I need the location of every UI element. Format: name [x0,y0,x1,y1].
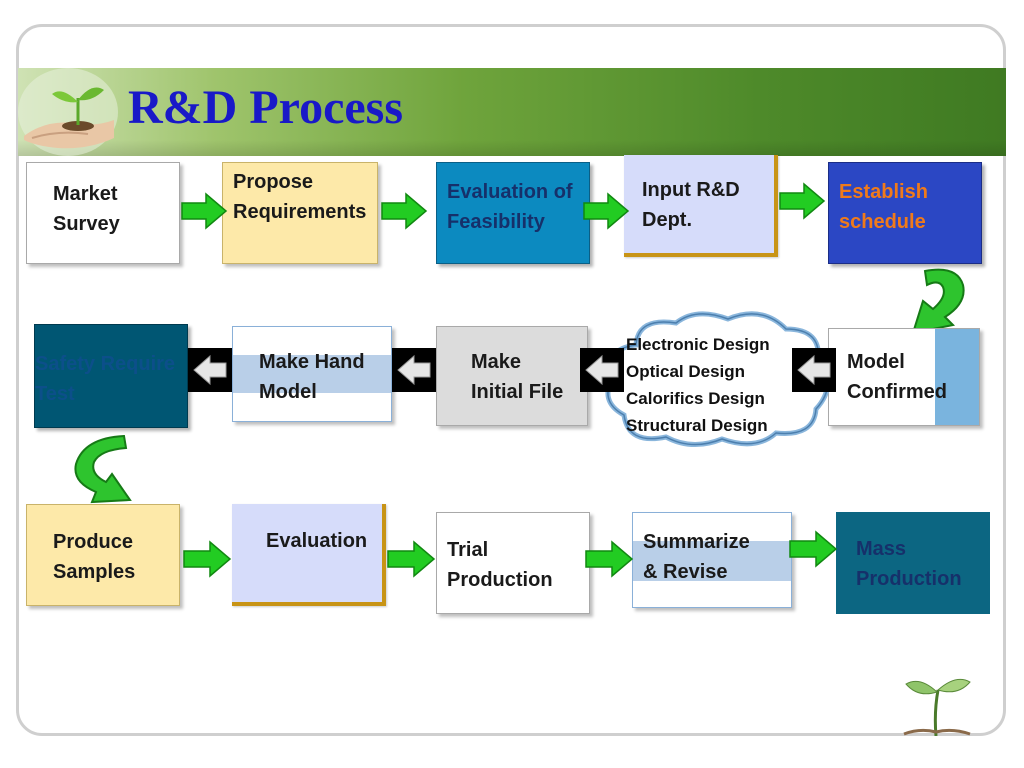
curved-arrow-icon [911,268,965,335]
design-cloud [605,311,830,447]
seedling-hand-icon [18,68,118,156]
title-banner [18,68,1006,156]
left-arrow-icon [392,348,436,392]
trial-production-box: Trial Production [436,512,590,614]
model-confirmed-box: Model Confirmed [828,328,980,426]
make-hand-model-label: Make Hand Model [259,351,365,403]
sprout-icon [903,678,971,736]
design-item-calorifics: Calorifics Design [626,389,765,408]
produce-samples-box: Produce Samples [26,504,180,606]
evaluation-of-feasibility-label: Evaluation of Feasibility [447,181,573,233]
mass-production-box: Mass Production [836,512,990,614]
right-arrow-icon [381,192,428,230]
summarize-revise-label: Summarize & Revise [643,531,750,583]
banner-shadow [18,140,1006,156]
make-hand-model-box: Make Hand Model [232,326,392,422]
safety-require-test-box: Safety Require Test [34,324,188,428]
market-survey-box: Market Survey [26,162,180,264]
left-arrow-icon [580,348,624,392]
trial-production-label: Trial Production [447,539,553,591]
propose-requirements-box: Propose Requirements [222,162,378,264]
left-arrow-icon [792,348,836,392]
right-arrow-icon [183,540,232,578]
summarize-revise-band [633,541,791,581]
design-item-structural: Structural Design [626,416,768,435]
evaluation-box: Evaluation [232,504,386,606]
make-initial-file-box: Make Initial File [436,326,588,426]
right-arrow-icon [583,192,630,230]
input-rd-dept-label: Input R&D Dept. [642,179,740,231]
summarize-revise-box: Summarize & Revise [632,512,792,608]
evaluation-of-feasibility-box: Evaluation of Feasibility [436,162,590,264]
right-arrow-icon [779,182,826,220]
market-survey-label: Market Survey [53,183,120,235]
design-list: Electronic Design Optical Design Calorif… [626,331,788,441]
right-arrow-icon [585,540,634,578]
safety-require-test-label: Safety Require Test [35,353,176,405]
mass-production-label: Mass Production [856,538,962,590]
right-arrow-icon [387,540,436,578]
produce-samples-label: Produce Samples [53,531,136,583]
establish-schedule-label: Establish schedule [839,181,928,233]
right-arrow-icon [789,530,838,568]
curved-arrow-icon [74,434,132,504]
right-arrow-icon [181,192,228,230]
propose-requirements-label: Propose Requirements [233,171,367,223]
make-hand-model-band [233,355,391,393]
make-initial-file-label: Make Initial File [471,351,564,403]
left-arrow-icon [188,348,232,392]
input-rd-dept-box: Input R&D Dept. [624,155,778,257]
design-item-electronic: Electronic Design [626,335,770,354]
establish-schedule-box: Establish schedule [828,162,982,264]
page-title: R&D Process [128,81,404,134]
design-item-optical: Optical Design [626,362,746,381]
model-confirmed-label: Model Confirmed [847,351,947,403]
model-confirmed-accent [935,329,979,425]
evaluation-label: Evaluation [266,530,368,552]
